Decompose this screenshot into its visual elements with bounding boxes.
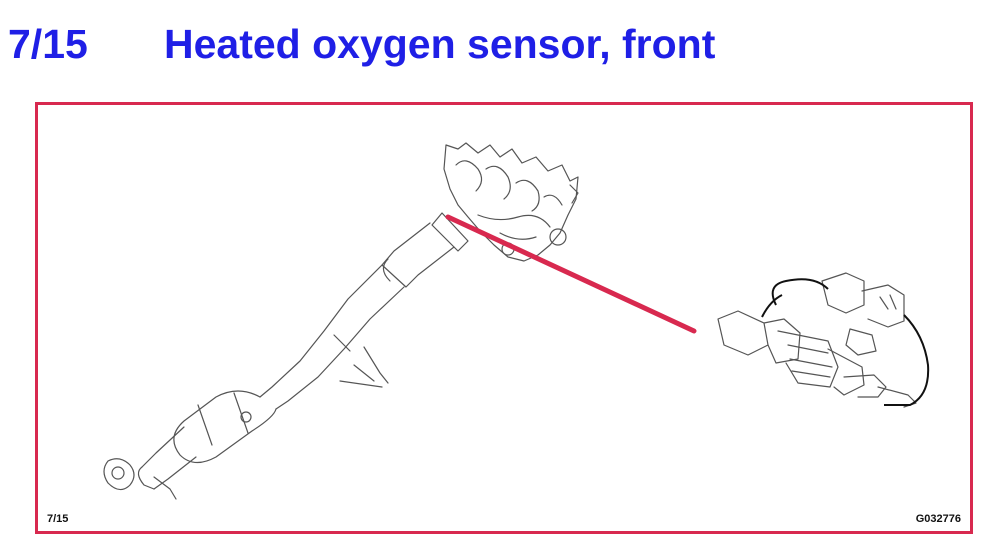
oxygen-sensor [717, 310, 917, 408]
illustration-frame: 7/15 G032776 [35, 102, 973, 534]
exhaust-pipe [259, 212, 469, 410]
figure-code: G032776 [915, 513, 961, 525]
leader-line [445, 214, 697, 334]
page-title: Heated oxygen sensor, front [164, 21, 716, 67]
catalytic-converter [103, 390, 277, 500]
sensor-connector [821, 272, 905, 356]
exhaust-diagram [103, 142, 930, 500]
figure-number: 7/15 [47, 513, 69, 525]
exhaust-manifold [443, 142, 579, 262]
step-number: 7/15 [8, 21, 88, 67]
